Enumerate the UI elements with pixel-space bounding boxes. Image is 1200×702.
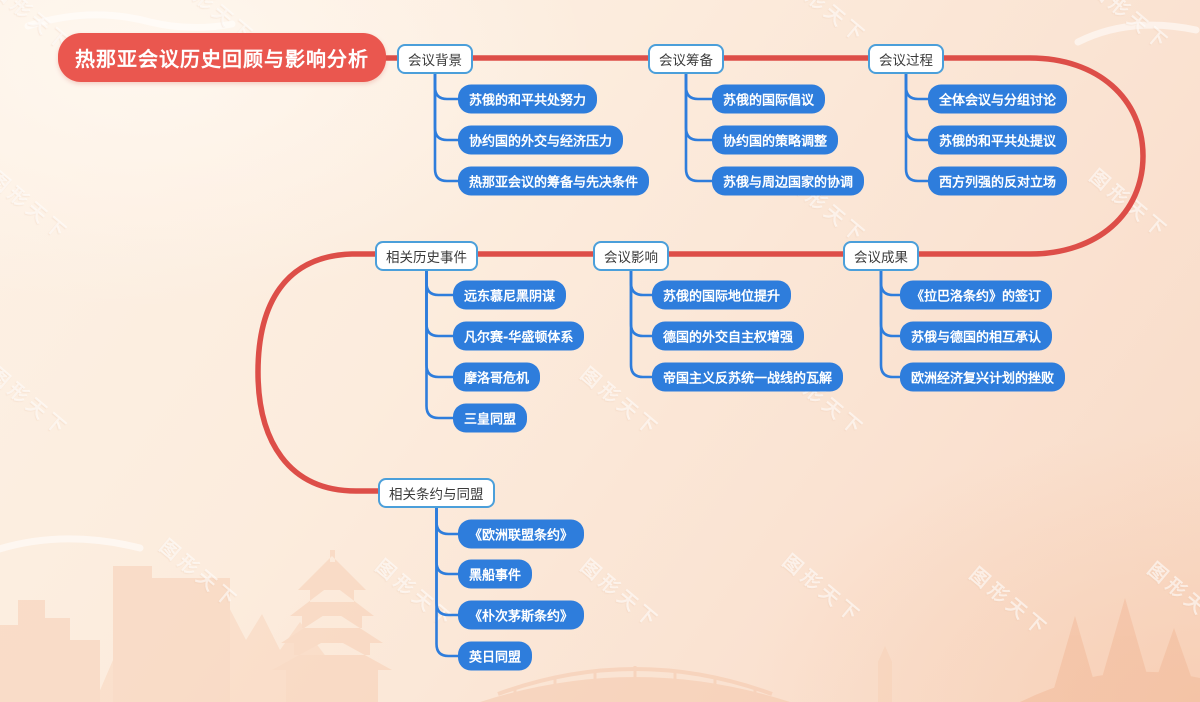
branch-topic[interactable]: 会议成果 (843, 241, 919, 271)
child-connector (904, 72, 934, 183)
child-connector (425, 269, 459, 420)
child-topic[interactable]: 热那亚会议的筹备与先决条件 (458, 166, 650, 196)
child-connector (435, 506, 464, 658)
trees-silhouette (1020, 598, 1200, 702)
root-topic[interactable]: 热那亚会议历史回顾与影响分析 (58, 33, 386, 82)
branch-topic[interactable]: 会议筹备 (648, 44, 724, 74)
cloud-swirls (0, 11, 1200, 553)
child-topic[interactable]: 《拉巴洛条约》的签订 (900, 280, 1053, 310)
child-connector (425, 269, 459, 379)
city-skyline-silhouette (0, 550, 892, 702)
child-topic[interactable]: 苏俄与德国的相互承认 (900, 321, 1053, 351)
child-connector (684, 72, 718, 142)
child-connector (629, 269, 658, 338)
child-topic[interactable]: 苏俄的和平共处提议 (928, 125, 1068, 155)
obelisk-silhouette (878, 646, 892, 702)
child-topic[interactable]: 苏俄与周边国家的协调 (712, 166, 865, 196)
branch-topic[interactable]: 相关历史事件 (375, 241, 478, 271)
child-topic[interactable]: 凡尔赛-华盛顿体系 (453, 321, 585, 351)
branch-topic[interactable]: 会议影响 (593, 241, 669, 271)
child-topic[interactable]: 远东慕尼黑阴谋 (453, 280, 567, 310)
branch-topic[interactable]: 会议背景 (397, 44, 473, 74)
child-connector (433, 72, 464, 142)
branch-topic[interactable]: 相关条约与同盟 (378, 478, 495, 508)
child-topic[interactable]: 协约国的策略调整 (712, 125, 839, 155)
child-topic[interactable]: 苏俄的国际倡议 (712, 84, 826, 114)
child-topic[interactable]: 全体会议与分组讨论 (928, 84, 1068, 114)
spine-path (255, 55, 1146, 494)
child-connector (435, 506, 464, 617)
child-connector (684, 72, 718, 183)
child-topic[interactable]: 帝国主义反苏统一战线的瓦解 (652, 362, 844, 392)
child-connector (629, 269, 658, 379)
child-topic[interactable]: 欧洲经济复兴计划的挫败 (900, 362, 1066, 392)
child-topic[interactable]: 西方列强的反对立场 (928, 166, 1068, 196)
child-topic[interactable]: 苏俄的国际地位提升 (652, 280, 792, 310)
child-connector (425, 269, 459, 338)
branch-topic[interactable]: 会议过程 (868, 44, 944, 74)
child-connector (433, 72, 464, 183)
child-topic[interactable]: 协约国的外交与经济压力 (458, 125, 624, 155)
child-topic[interactable]: 《欧洲联盟条约》 (458, 519, 585, 549)
child-connector (435, 506, 464, 576)
child-connector (904, 72, 934, 142)
child-topic[interactable]: 摩洛哥危机 (453, 362, 541, 392)
child-connector (879, 269, 906, 338)
pagoda-silhouette (272, 550, 392, 702)
child-topic[interactable]: 三皇同盟 (453, 403, 528, 433)
child-topic[interactable]: 苏俄的和平共处努力 (458, 84, 598, 114)
child-connector (879, 269, 906, 379)
child-topic[interactable]: 德国的外交自主权增强 (652, 321, 805, 351)
child-topic[interactable]: 黑船事件 (458, 559, 533, 589)
bridge-silhouette (480, 666, 790, 702)
child-topic[interactable]: 《朴次茅斯条约》 (458, 600, 585, 630)
child-topic[interactable]: 英日同盟 (458, 641, 533, 671)
